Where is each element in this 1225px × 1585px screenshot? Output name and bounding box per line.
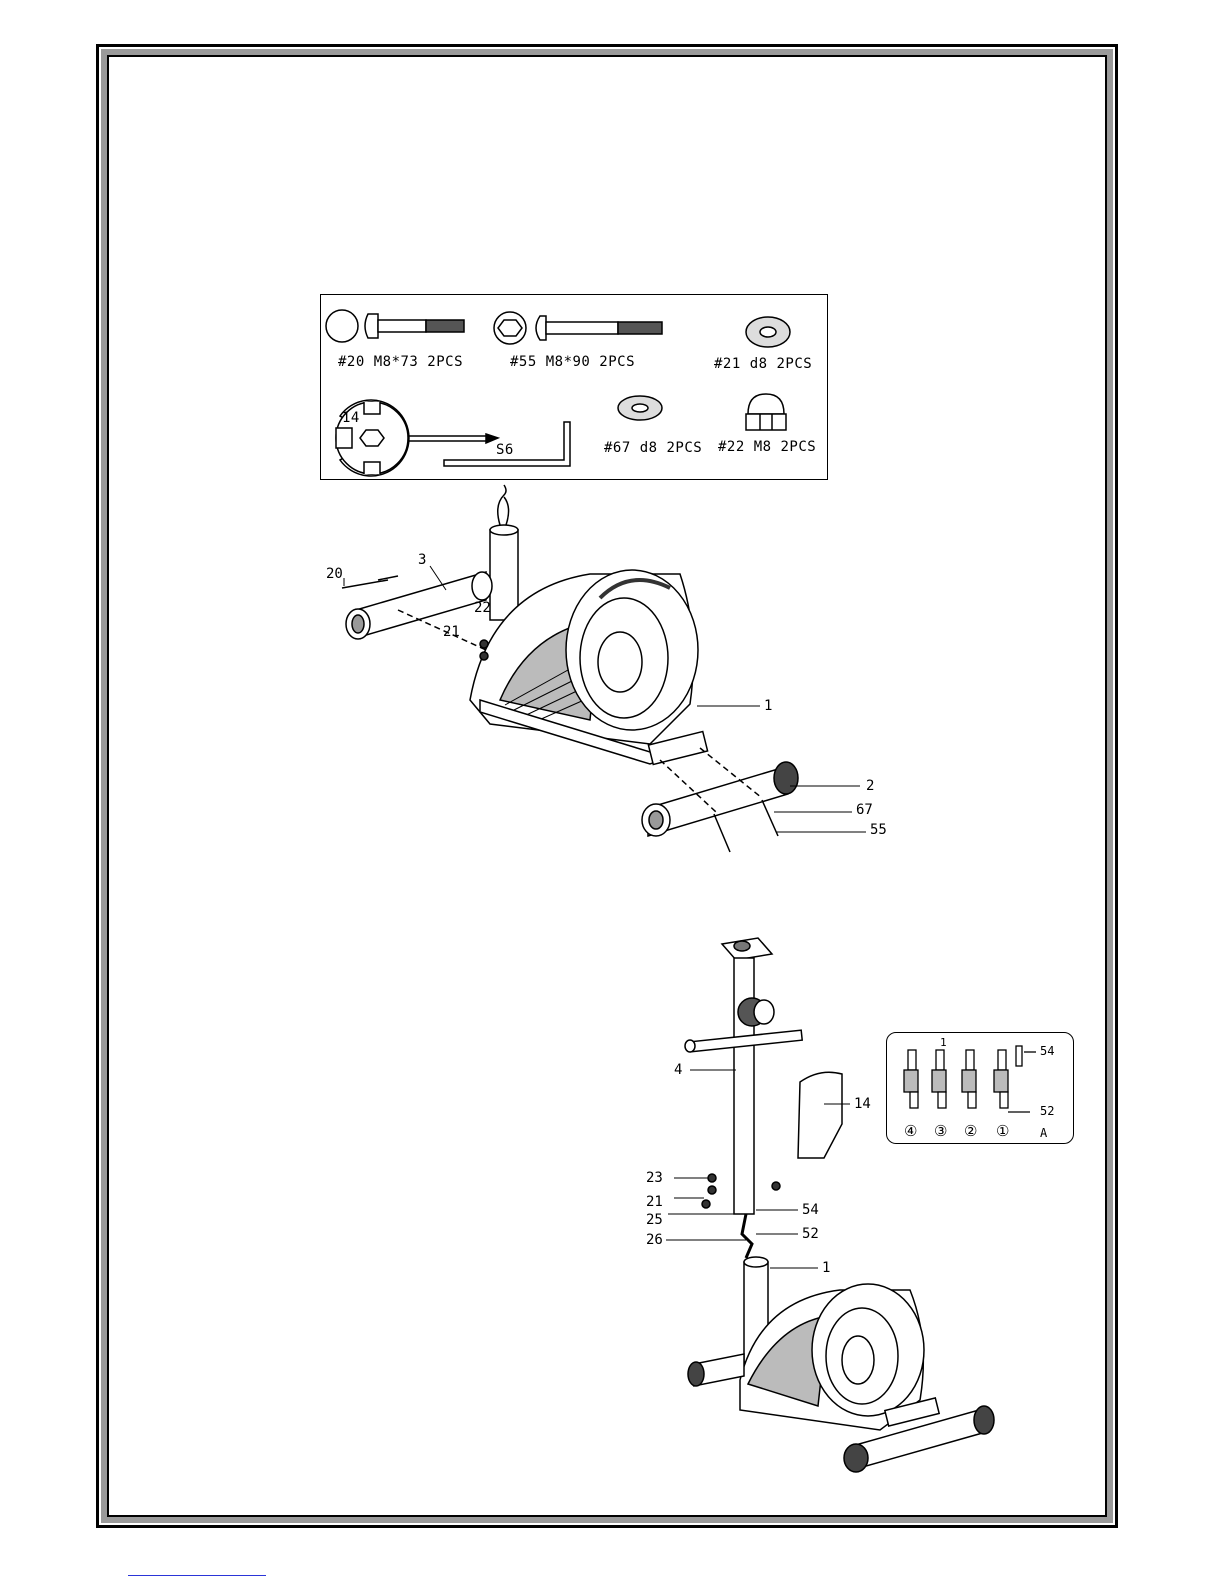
detail-callout-52: 52: [1040, 1104, 1054, 1118]
step2-callout-1: 1: [822, 1260, 830, 1276]
bolt-20-illustration: [326, 310, 464, 342]
step1-callout-20: 20: [326, 566, 343, 582]
step1-callout-22: 22: [474, 600, 491, 616]
step2-callout-21: 21: [646, 1194, 663, 1210]
detail-position-3: ③: [934, 1122, 947, 1140]
hardware-label-washer-67: #67 d8 2PCS: [604, 440, 702, 456]
step1-callout-55: 55: [870, 822, 887, 838]
step2-callout-4: 4: [674, 1062, 682, 1078]
step1-callout-1: 1: [764, 698, 772, 714]
step1-callout-2: 2: [866, 778, 874, 794]
step2-callout-52: 52: [802, 1226, 819, 1242]
step2-callout-23: 23: [646, 1170, 663, 1186]
detail-label-a: A: [1040, 1126, 1047, 1140]
step2-upright-assembly: [685, 938, 994, 1472]
hardware-label-nut-22: #22 M8 2PCS: [718, 439, 816, 455]
footer-link-underline[interactable]: [128, 1575, 266, 1576]
step1-callout-3: 3: [418, 552, 426, 568]
step1-elliptical-base: [342, 485, 798, 852]
hardware-label-bolt-55: #55 M8*90 2PCS: [510, 354, 635, 370]
cap-nut-22-illustration: [746, 394, 786, 430]
step2-callout-26: 26: [646, 1232, 663, 1248]
bolt-55-illustration: [494, 312, 662, 344]
step2-callout-14: 14: [854, 1096, 871, 1112]
step1-callout-21: 21: [443, 624, 460, 640]
detail-callout-54: 54: [1040, 1044, 1054, 1058]
hardware-label-s6: S6: [496, 442, 514, 458]
hardware-label-tool-14: 14: [342, 410, 360, 426]
step1-callout-67: 67: [856, 802, 873, 818]
washer-21-illustration: [746, 317, 790, 347]
step2-callout-25: 25: [646, 1212, 663, 1228]
hardware-label-washer-21: #21 d8 2PCS: [714, 356, 812, 372]
spanner-tool-illustration: [336, 400, 570, 476]
detail-position-2: ②: [964, 1122, 977, 1140]
hardware-label-bolt-20: #20 M8*73 2PCS: [338, 354, 463, 370]
detail-callout-1: 1: [940, 1036, 947, 1049]
step2-callout-54: 54: [802, 1202, 819, 1218]
washer-67-illustration: [618, 396, 662, 420]
detail-position-4: ④: [904, 1122, 917, 1140]
detail-position-1: ①: [996, 1122, 1009, 1140]
